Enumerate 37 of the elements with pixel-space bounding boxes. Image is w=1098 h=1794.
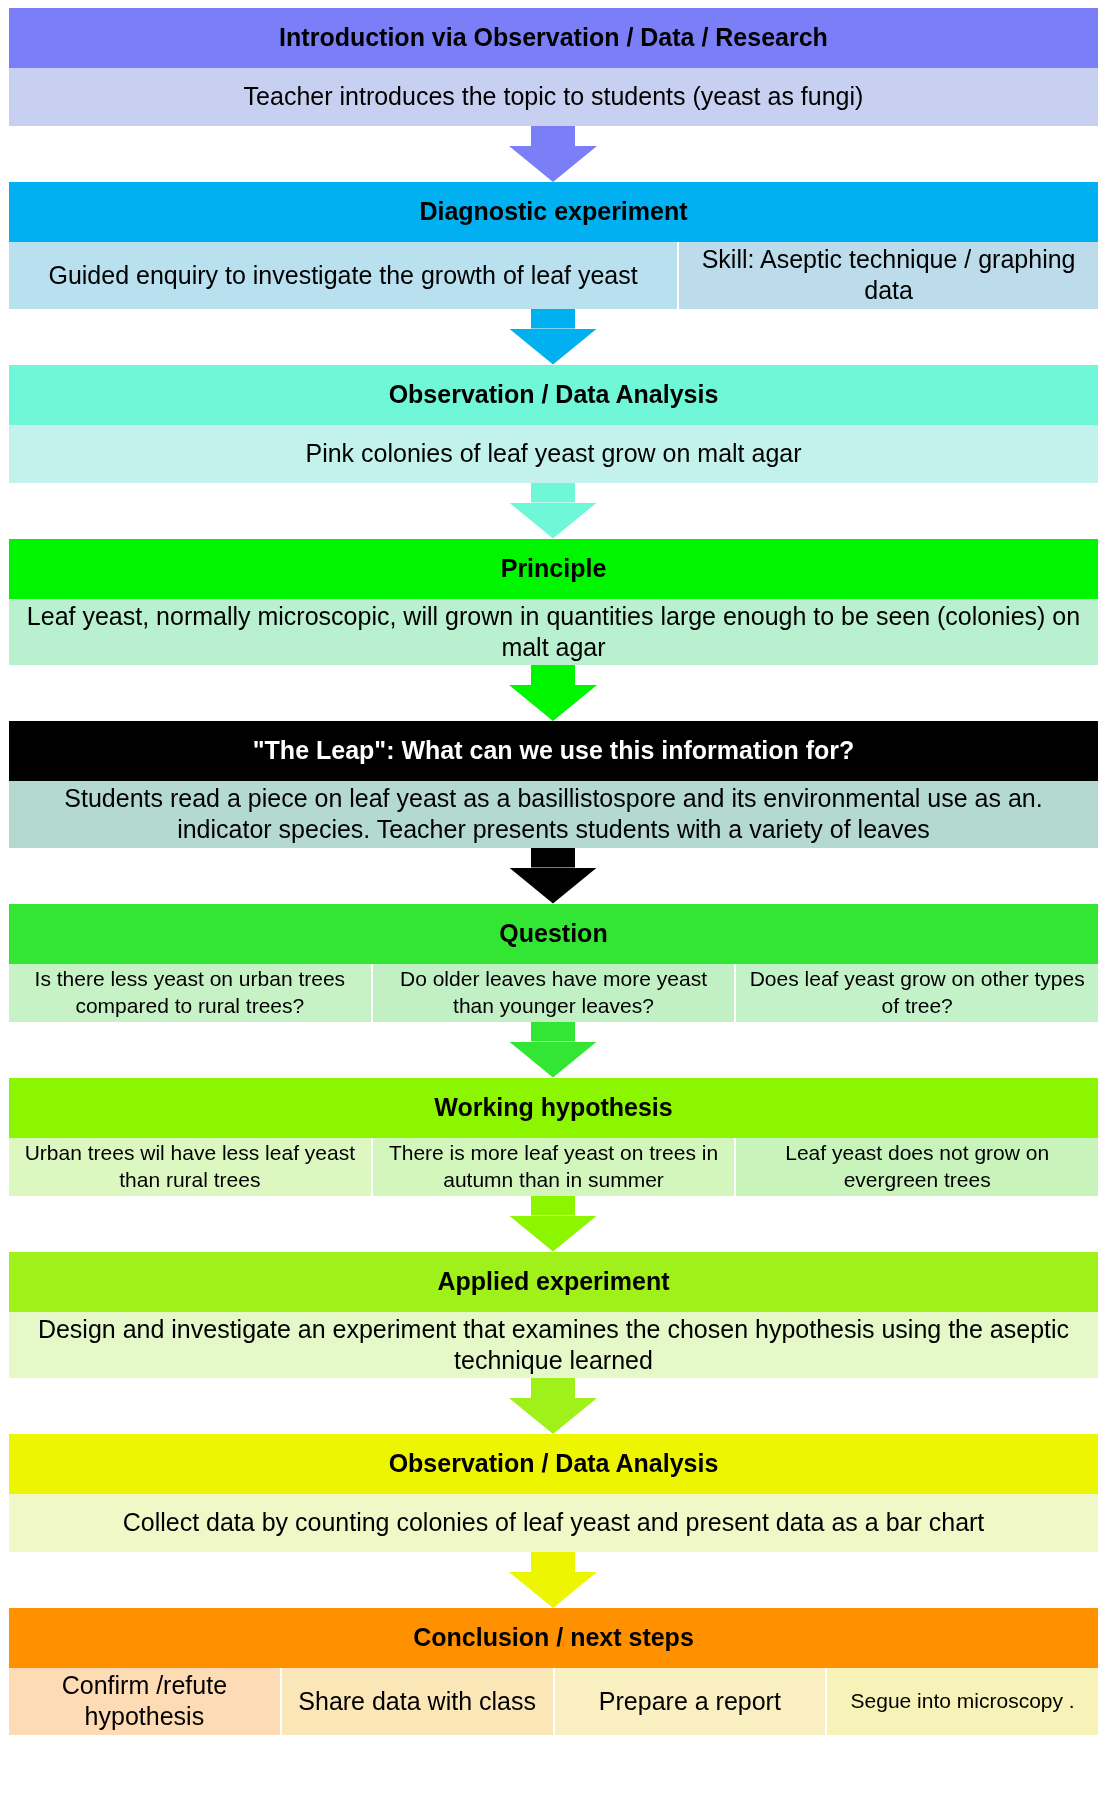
stage-body-cell: Pink colonies of leaf yeast grow on malt agar [9,424,1098,483]
stage-body-cell: Leaf yeast, normally microscopic, will grown in quantities large enough to be seen (colonies) on malt agar [9,598,1098,665]
block-arrow [509,847,597,904]
stage-body-cell: Urban trees wil have less leaf yeast than rural trees [9,1137,371,1196]
stage-body-cell: Guided enquiry to investigate the growth of leaf yeast [9,242,678,309]
block-arrow [509,126,597,182]
stage-body-cell: Design and investigate an experiment that examines the chosen hypothesis using the aseptic technique learned [9,1311,1098,1378]
stage-body-cell: Students read a piece on leaf yeast as a basillistospore and its environmental use as an. indicator species. Teacher presents students with a variety of leaves [9,781,1098,848]
stage-body-cell: Leaf yeast does not grow on evergreen trees [734,1137,1098,1196]
block-arrow [509,665,597,721]
block-arrow [509,1021,597,1078]
block-arrow [509,1195,597,1252]
stage-header-bar: "The Leap": What can we use this information for? [9,721,1098,781]
block-arrow [509,482,597,539]
stage-body-cell: Teacher introduces the topic to students (yeast as fungi) [9,68,1098,126]
stage-body-cell: Collect data by counting colonies of leaf yeast and present data as a bar chart [9,1494,1098,1552]
stage-header-bar: Applied experiment [9,1251,1098,1312]
block-arrow [509,1378,597,1434]
stage-header-bar: Question [9,903,1098,964]
stage-body-cell: Skill: Aseptic technique / graphing data [677,242,1098,309]
stage-header-bar: Observation / Data Analysis [9,1434,1098,1494]
stage-body-cell: There is more leaf yeast on trees in autumn than in summer [370,1137,735,1196]
stage-body-cell: Share data with class [279,1668,553,1735]
block-arrow [509,308,597,365]
block-arrow [509,1552,597,1608]
stage-header-bar: Observation / Data Analysis [9,364,1098,425]
stage-header-bar: Introduction via Observation / Data / Research [9,8,1098,68]
stage-body-cell: Prepare a report [552,1668,826,1735]
stage-body-cell: Confirm /refute hypothesis [9,1668,280,1735]
stage-body-cell: Is there less yeast on urban trees compared to rural trees? [9,963,371,1022]
stage-header-bar: Diagnostic experiment [9,182,1098,242]
stage-body-cell: Does leaf yeast grow on other types of tree? [734,963,1098,1022]
stage-header-bar: Conclusion / next steps [9,1608,1098,1668]
stage-header-bar: Working hypothesis [9,1077,1098,1138]
stage-body-cell: Segue into microscopy . [825,1668,1098,1735]
stage-header-bar: Principle [9,538,1098,599]
stage-body-cell: Do older leaves have more yeast than younger leaves? [370,963,735,1022]
